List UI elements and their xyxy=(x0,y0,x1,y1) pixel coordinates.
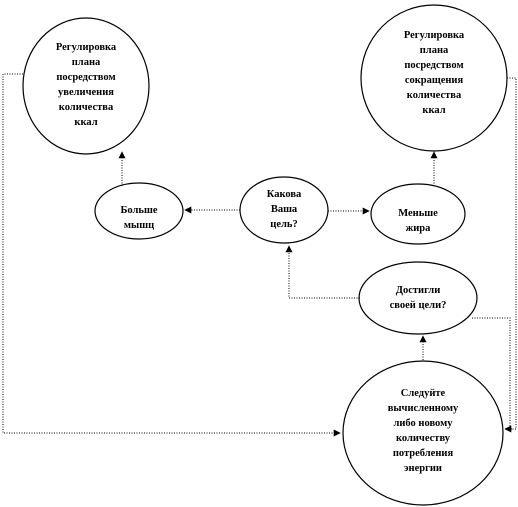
edge-cut-to-follow xyxy=(505,77,517,430)
label-follow-plan: Следуйте вычисленному либо новому количе… xyxy=(387,388,459,474)
label-more-muscle: Больше мышц xyxy=(120,205,158,231)
label-less-fat: Меньше жира xyxy=(398,208,438,234)
node-follow-plan-shape xyxy=(342,360,504,506)
node-less-fat-shape xyxy=(370,183,466,245)
label-cut-calories: Регулировка плана посредством сокращения… xyxy=(403,30,465,116)
label-reached-goal: Достигли своей цели? xyxy=(389,285,447,311)
label-goal-question: Какова Ваша цель? xyxy=(266,189,302,230)
node-gain-calories-shape xyxy=(22,17,150,155)
edge-reached-to-goal xyxy=(285,245,360,299)
edge-gain-to-follow xyxy=(2,73,341,437)
node-more-muscle-shape xyxy=(94,182,184,240)
label-gain-calories: Регулировка плана посредством увеличения… xyxy=(55,42,117,128)
edge-reached-to-follow xyxy=(472,317,511,429)
